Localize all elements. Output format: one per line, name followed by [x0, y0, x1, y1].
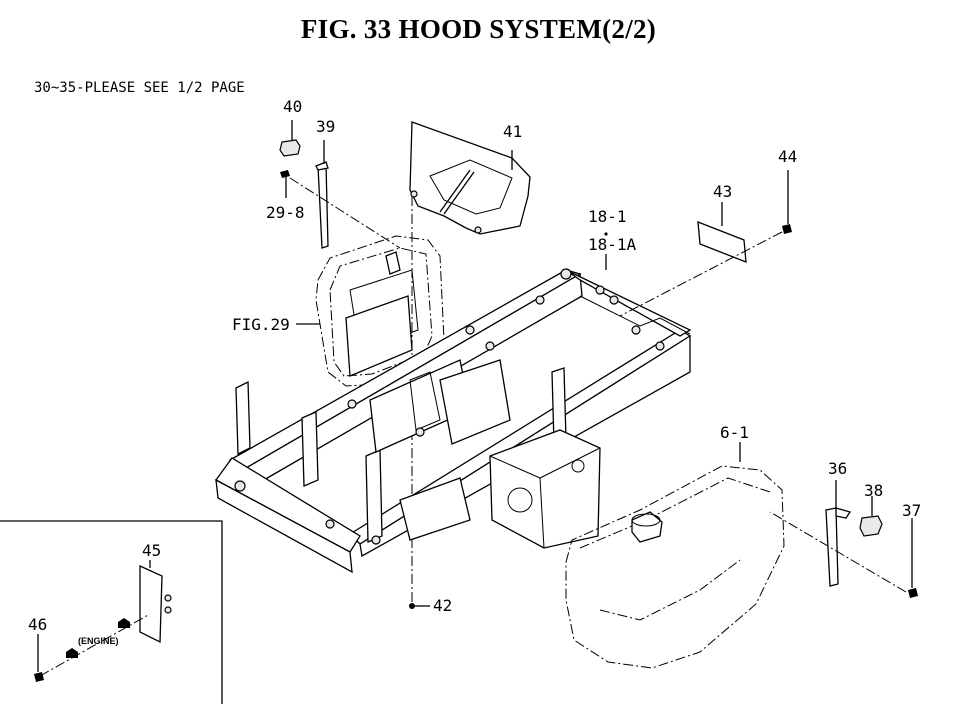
part-6-1-fuel-tank: [565, 465, 785, 669]
part-40-rubber-cushion: [279, 139, 301, 157]
label-6-1: 6-1: [720, 423, 749, 442]
bolt-axis-44: [619, 231, 783, 317]
label-38: 38: [864, 481, 883, 500]
label-41: 41: [503, 122, 522, 141]
inset-engine-detail: [0, 520, 223, 704]
point-18-1: [604, 232, 608, 236]
part-44-bolt: [782, 170, 792, 234]
label-44: 44: [778, 147, 797, 166]
label-46: 46: [28, 615, 47, 634]
part-37-bolt: [908, 518, 918, 598]
bolt-axis-29-8: [289, 177, 401, 249]
label-43: 43: [713, 182, 732, 201]
part-29-8-bolt: [280, 170, 290, 198]
main-frame: [215, 268, 692, 574]
figure-title: FIG. 33 HOOD SYSTEM(2/2): [300, 14, 657, 44]
bolt-axis-37: [769, 511, 907, 593]
label-18-1A: 18-1A: [588, 235, 637, 254]
reference-note: 30~35-PLEASE SEE 1/2 PAGE: [34, 80, 245, 96]
part-36-bracket: [825, 507, 852, 587]
label-40: 40: [283, 97, 302, 116]
part-41-cover-panel: [409, 121, 531, 235]
label-29-8: 29-8: [266, 203, 305, 222]
part-42-bolt: [409, 603, 415, 609]
label-39: 39: [316, 117, 335, 136]
label-fig29: FIG.29: [232, 315, 290, 334]
part-43-plate: [697, 221, 747, 263]
label-engine: (ENGINE): [78, 636, 119, 646]
label-37: 37: [902, 501, 921, 520]
label-42: 42: [433, 596, 452, 615]
label-36: 36: [828, 459, 847, 478]
part-39-bracket: [315, 161, 329, 249]
label-18-1: 18-1: [588, 207, 627, 226]
part-38-rubber-cushion: [859, 515, 883, 537]
label-45: 45: [142, 541, 161, 560]
